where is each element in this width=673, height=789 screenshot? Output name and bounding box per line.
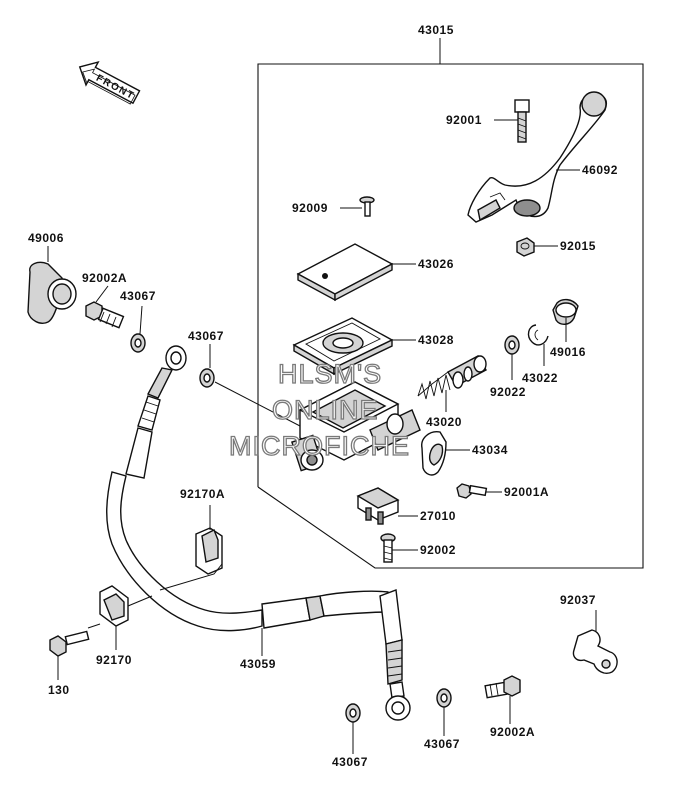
label-assembly: 43015 — [418, 23, 454, 37]
reservoir-cap-part — [296, 243, 394, 302]
hose-clamp-a-part — [195, 527, 223, 575]
lower-gasket-left-part — [345, 703, 361, 723]
watermark-line-3: MICROFICHE — [229, 431, 410, 461]
brake-hose-part — [106, 345, 411, 721]
label-clamp-bolt: 92001A — [504, 485, 549, 499]
label-reservoir-screw: 92009 — [292, 201, 328, 215]
leader-92170a-to-hose — [159, 563, 223, 591]
brake-light-switch-part — [356, 487, 400, 525]
watermark: HLSM'S ONLINE MICROFICHE — [228, 358, 410, 461]
leader-130-to-clamp — [87, 623, 101, 629]
label-banjo-cap: 49006 — [28, 231, 64, 245]
lever-bolt-part — [514, 99, 530, 143]
front-direction-arrow: FRONT — [78, 60, 141, 105]
label-body-gasket: 43067 — [188, 329, 224, 343]
body-gasket-part — [199, 368, 215, 388]
label-switch: 27010 — [420, 509, 456, 523]
master-cylinder-body-part — [291, 381, 421, 472]
label-hose: 43059 — [240, 657, 276, 671]
leader-43067-upper — [139, 305, 143, 335]
label-lower-banjo-bolt: 92002A — [490, 725, 535, 739]
assembly-outline-frame — [257, 63, 644, 569]
banjo-cap-part — [27, 261, 77, 324]
reservoir-screw-part — [359, 196, 375, 217]
watermark-line-1: HLSM'S — [278, 359, 382, 389]
label-small-bolt: 130 — [48, 683, 70, 697]
label-hose-clamp: 92170 — [96, 653, 132, 667]
leader-43067-body — [214, 381, 301, 427]
label-circlip: 43022 — [522, 371, 558, 385]
upper-banjo-bolt-part — [85, 301, 125, 329]
clamp-bolt-part — [456, 483, 488, 499]
small-bolt-part — [49, 630, 90, 657]
label-diaphragm: 43028 — [418, 333, 454, 347]
upper-gasket-part — [130, 333, 146, 353]
label-upper-banjo-bolt: 92002A — [82, 271, 127, 285]
switch-screw-part — [380, 533, 396, 563]
label-washer: 92022 — [490, 385, 526, 399]
hose-bracket-part — [572, 629, 618, 674]
hose-clamp-part — [99, 585, 129, 627]
label-hose-bracket: 92037 — [560, 593, 596, 607]
washer-part — [504, 335, 520, 355]
label-lever: 46092 — [582, 163, 618, 177]
boot-part — [552, 298, 579, 325]
label-lever-nut: 92015 — [560, 239, 596, 253]
brake-lever-part — [467, 91, 608, 223]
handlebar-clamp-part — [421, 431, 447, 476]
label-lever-bolt: 92001 — [446, 113, 482, 127]
leader-92002a-upper — [95, 285, 109, 303]
lower-banjo-bolt-part — [484, 675, 521, 699]
label-boot: 49016 — [550, 345, 586, 359]
label-reservoir-cap: 43026 — [418, 257, 454, 271]
label-hose-clamp-a: 92170A — [180, 487, 225, 501]
circlip-part — [527, 324, 549, 346]
leader-92170-to-hose — [127, 595, 153, 607]
label-piston-set: 43020 — [426, 415, 462, 429]
label-upper-gasket: 43067 — [120, 289, 156, 303]
label-lower-gasket-left: 43067 — [332, 755, 368, 769]
piston-set-part — [417, 355, 487, 400]
lever-nut-part — [516, 237, 535, 257]
label-clamp: 43034 — [472, 443, 508, 457]
label-lower-gasket-right: 43067 — [424, 737, 460, 751]
watermark-line-2: ONLINE — [272, 395, 379, 425]
lower-gasket-right-part — [436, 688, 452, 708]
label-switch-screw: 92002 — [420, 543, 456, 557]
